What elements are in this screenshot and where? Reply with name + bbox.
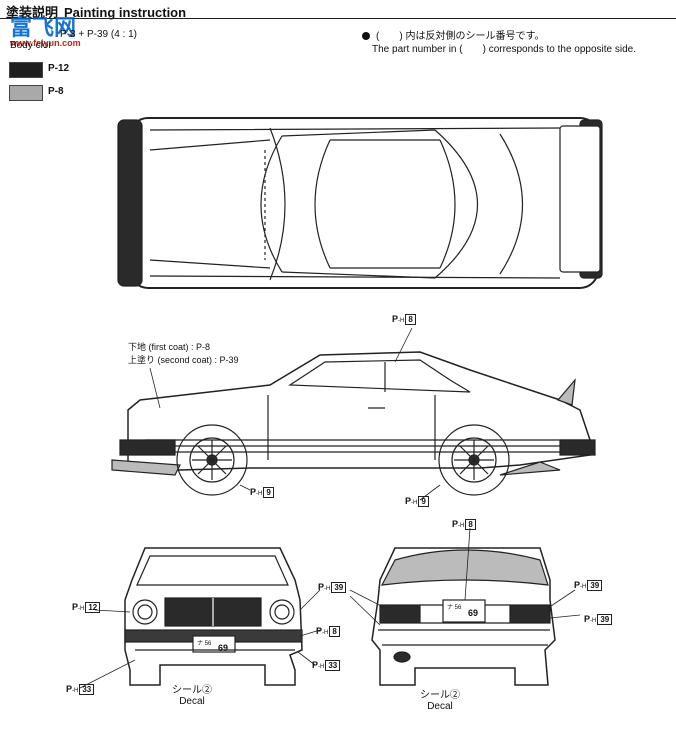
note-en: The part number in ( ) corresponds to th… bbox=[372, 44, 637, 55]
title-jp: 塗装説明 bbox=[6, 5, 59, 20]
title-en: Painting instruction bbox=[64, 5, 187, 20]
watermark-url: www.feiyun.com bbox=[10, 38, 81, 48]
header-divider bbox=[0, 18, 676, 19]
page-title: 塗装説明 Painting instruction bbox=[6, 2, 186, 21]
rear-plate-top: ナ 56 bbox=[447, 605, 462, 611]
swatch-code-dark: P-12 bbox=[48, 63, 70, 74]
note-jp: ( ) 内は反対側のシール番号です。 bbox=[362, 27, 544, 42]
color-swatch-gray bbox=[9, 85, 43, 101]
rear-view-drawing bbox=[349, 527, 581, 686]
watermark-logo: 富飞网 bbox=[10, 15, 77, 40]
second-coat-label: 上塗り (second coat) : P-39 bbox=[128, 355, 239, 365]
body-color-label: Body clor bbox=[10, 40, 52, 51]
front-plate-top: ナ 56 bbox=[197, 641, 212, 647]
front-plate-number: 69 bbox=[218, 643, 229, 653]
bullet-icon bbox=[362, 32, 370, 41]
rear-plate-number: 69 bbox=[468, 608, 479, 618]
front-view-drawing bbox=[79, 547, 321, 689]
color-swatch-dark bbox=[9, 62, 43, 78]
top-view-drawing bbox=[117, 117, 603, 289]
swatch-code-gray: P-8 bbox=[48, 86, 64, 97]
paint-formula: P-8 + P-39 (4 : 1) bbox=[60, 29, 137, 40]
side-view-drawing bbox=[111, 327, 596, 501]
first-coat-label: 下地 (first coat) : P-8 bbox=[128, 342, 211, 352]
